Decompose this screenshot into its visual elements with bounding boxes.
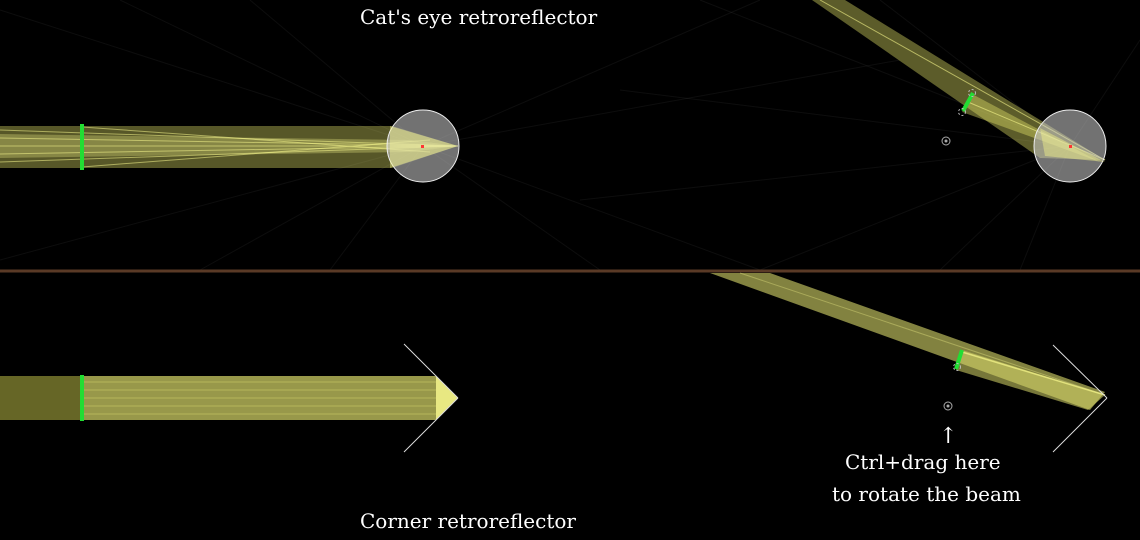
light-source-left[interactable] (80, 124, 84, 170)
source-endpoint-handle[interactable] (968, 89, 976, 97)
rotate-hint-line1: Ctrl+drag here (845, 450, 1001, 474)
beam-cats-eye-left (0, 126, 459, 168)
beam-corner-left (0, 376, 458, 420)
corner-title: Corner retroreflector (360, 509, 576, 533)
rotation-center-icon[interactable] (943, 401, 953, 411)
corner-mirror-left[interactable] (403, 343, 459, 453)
cats-eye-title: Cat's eye retroreflector (360, 5, 598, 29)
focus-marker-right (1069, 145, 1072, 148)
rotation-center-icon[interactable] (941, 136, 951, 146)
beam-corner-right (710, 272, 1106, 410)
light-source-right[interactable] (961, 92, 975, 112)
focus-marker-left (421, 145, 424, 148)
light-source-left-bottom[interactable] (80, 375, 84, 421)
up-arrow-icon: ↑ (939, 424, 958, 449)
light-source-right-bottom[interactable] (954, 349, 964, 370)
source-endpoint-handle[interactable] (953, 363, 961, 371)
rotate-hint-line2: to rotate the beam (832, 482, 1021, 506)
source-endpoint-handle[interactable] (958, 108, 966, 116)
corner-mirror-right[interactable] (1052, 344, 1108, 453)
focused-beam-right (1040, 128, 1105, 162)
